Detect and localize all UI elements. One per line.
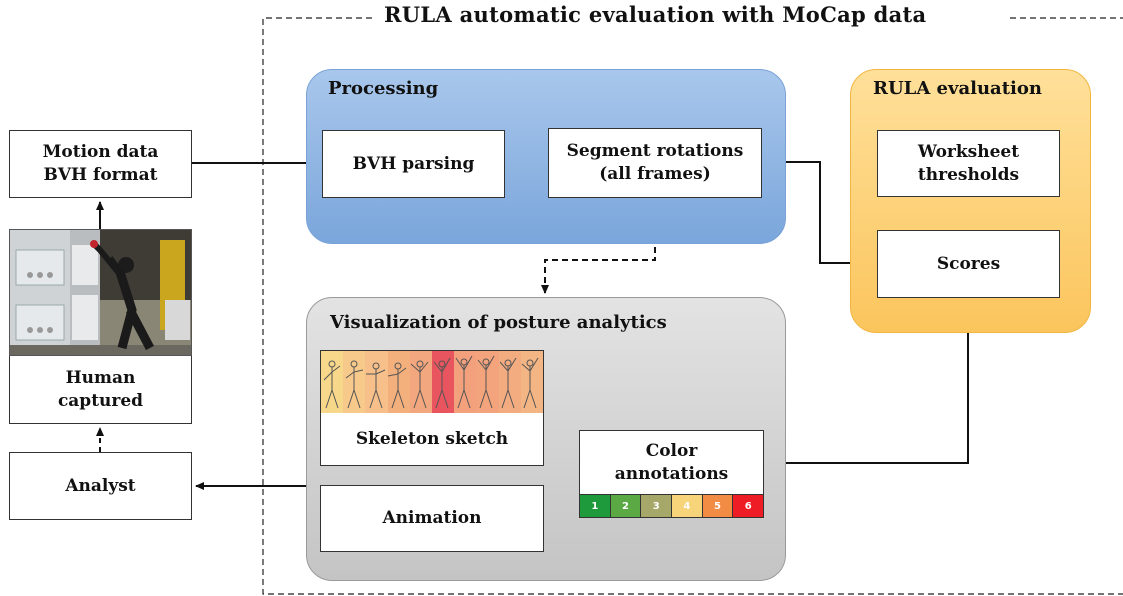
color-scale-cell: 2	[610, 495, 642, 517]
color-scale-cell: 6	[733, 495, 764, 517]
visualization-title: Visualization of posture analytics	[330, 312, 667, 333]
strip-segment	[520, 351, 543, 413]
skeleton-figures	[323, 355, 539, 409]
rula-title: RULA evaluation	[873, 78, 1042, 99]
color-scale-cell: 4	[672, 495, 703, 517]
animation-box: Animation	[320, 485, 544, 552]
arrow-scores-to-color	[765, 298, 969, 467]
scores-box: Scores	[877, 230, 1060, 298]
human-captured-box: Human captured	[9, 356, 192, 424]
worksheet-thresholds-box: Worksheet thresholds	[877, 130, 1060, 197]
processing-title: Processing	[328, 78, 439, 99]
color-scale-cell: 1	[580, 495, 611, 517]
dashed-frame	[262, 17, 1123, 595]
strip-segment	[476, 351, 499, 413]
motion-data-box: Motion data BVH format	[9, 130, 192, 198]
color-scale-cell: 3	[641, 495, 673, 517]
diagram-title: RULA automatic evaluation with MoCap dat…	[378, 2, 933, 27]
bvh-parsing-box: BVH parsing	[322, 130, 505, 198]
analyst-box: Analyst	[9, 452, 192, 520]
strip-segment	[454, 351, 477, 413]
strip-segment	[365, 351, 388, 413]
arrow-segment-to-scores	[762, 161, 875, 267]
strip-segment	[387, 351, 410, 413]
strip-segment	[409, 351, 433, 413]
color-scale-cell: 5	[702, 495, 734, 517]
skeleton-sketch-box: Skeleton sketch	[320, 413, 544, 466]
segment-rotations-box: Segment rotations (all frames)	[548, 128, 762, 198]
color-annotations-box: Color annotations	[579, 430, 764, 495]
human-capture-photo	[9, 229, 192, 356]
